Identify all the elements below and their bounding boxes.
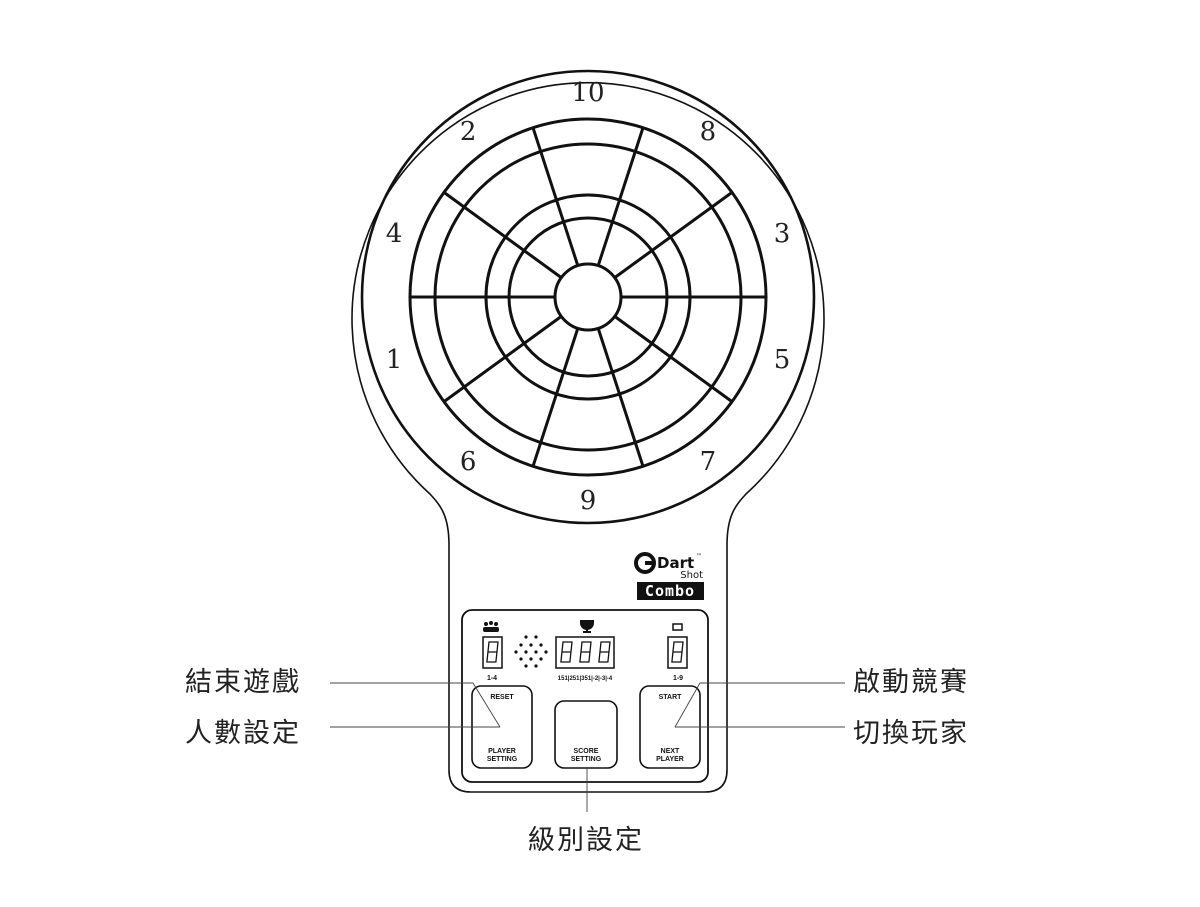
logo-trademark: ™ <box>696 553 702 560</box>
speaker-dot <box>524 664 528 668</box>
speaker-dot <box>524 650 528 654</box>
repeat-icon <box>672 623 683 631</box>
segment-number: 10 <box>571 78 604 108</box>
seven-segment-digit <box>671 641 684 663</box>
start-label: START <box>659 694 683 701</box>
callout-end-game: 結束遊戲 <box>185 667 301 698</box>
player-label: PLAYER <box>488 748 516 755</box>
speaker-dot <box>539 643 543 647</box>
speaker-dot <box>544 650 548 654</box>
segment-number: 3 <box>774 219 791 249</box>
segment-number: 4 <box>386 219 403 249</box>
speaker-dot <box>534 664 538 668</box>
score-setting-button[interactable]: SCORE SETTING <box>554 700 618 769</box>
callout-level-setting: 級別設定 <box>528 825 644 856</box>
trophy-icon <box>580 620 594 633</box>
segment-divider <box>531 127 580 267</box>
speaker-dot <box>529 643 533 647</box>
score-options-label: 151|251|351|-2|-3|-4 <box>558 676 613 682</box>
control-panel <box>461 609 709 783</box>
logo-sub: Shot <box>680 570 703 581</box>
device-body-outline <box>351 81 825 793</box>
players-icon <box>483 621 499 632</box>
speaker-dot <box>534 650 538 654</box>
segment-number: 6 <box>460 447 477 477</box>
logo-brand: Dart <box>657 554 694 572</box>
round-range-label: 1-9 <box>673 675 683 682</box>
reset-label: RESET <box>490 694 514 701</box>
setting-label: SETTING <box>571 756 602 763</box>
speaker-dot <box>529 657 533 661</box>
setting-label: SETTING <box>487 756 518 763</box>
segment-divider <box>531 327 580 467</box>
seven-segment-digit <box>598 641 611 663</box>
players-range-label: 1-4 <box>487 675 497 682</box>
speaker-dot <box>534 635 538 639</box>
seven-segment-digit <box>579 641 592 663</box>
segment-divider <box>443 315 563 403</box>
logo-model: Combo <box>645 582 695 600</box>
segment-divider <box>596 127 645 267</box>
segment-number: 9 <box>580 486 597 516</box>
segment-number: 8 <box>700 117 717 147</box>
segment-divider <box>613 191 733 279</box>
player-label: PLAYER <box>656 756 684 763</box>
player-count-display <box>482 636 503 669</box>
dartshot-combo-logo: Dart ™ Shot Combo <box>634 552 704 600</box>
speaker-dot <box>524 635 528 639</box>
seven-segment-digit <box>486 641 499 663</box>
outer-ring <box>360 69 816 525</box>
segment-number: 1 <box>386 345 403 375</box>
segment-divider <box>443 191 563 279</box>
callout-line-start <box>674 682 845 728</box>
speaker-dot <box>539 657 543 661</box>
speaker-dot <box>519 643 523 647</box>
segment-number: 5 <box>774 345 791 375</box>
dartboard <box>408 117 768 477</box>
callout-switch-player: 切換玩家 <box>853 718 969 749</box>
callout-lines <box>330 682 845 812</box>
segment-number: 2 <box>460 117 477 147</box>
speaker-dot <box>519 657 523 661</box>
bullseye <box>553 262 623 332</box>
segment-number: 7 <box>700 447 717 477</box>
seven-segment-digit <box>560 641 573 663</box>
round-display <box>667 636 688 669</box>
speaker-dot <box>514 650 518 654</box>
score-display <box>555 636 615 669</box>
start-next-player-button[interactable]: START NEXT PLAYER <box>639 685 701 769</box>
next-label: NEXT <box>661 748 680 755</box>
segment-divider <box>596 327 645 467</box>
callout-start-game: 啟動競賽 <box>853 667 969 698</box>
score-label: SCORE <box>574 748 599 755</box>
segment-divider <box>613 315 733 403</box>
callout-line-end-game <box>330 682 501 728</box>
callout-player-setting: 人數設定 <box>185 718 301 749</box>
